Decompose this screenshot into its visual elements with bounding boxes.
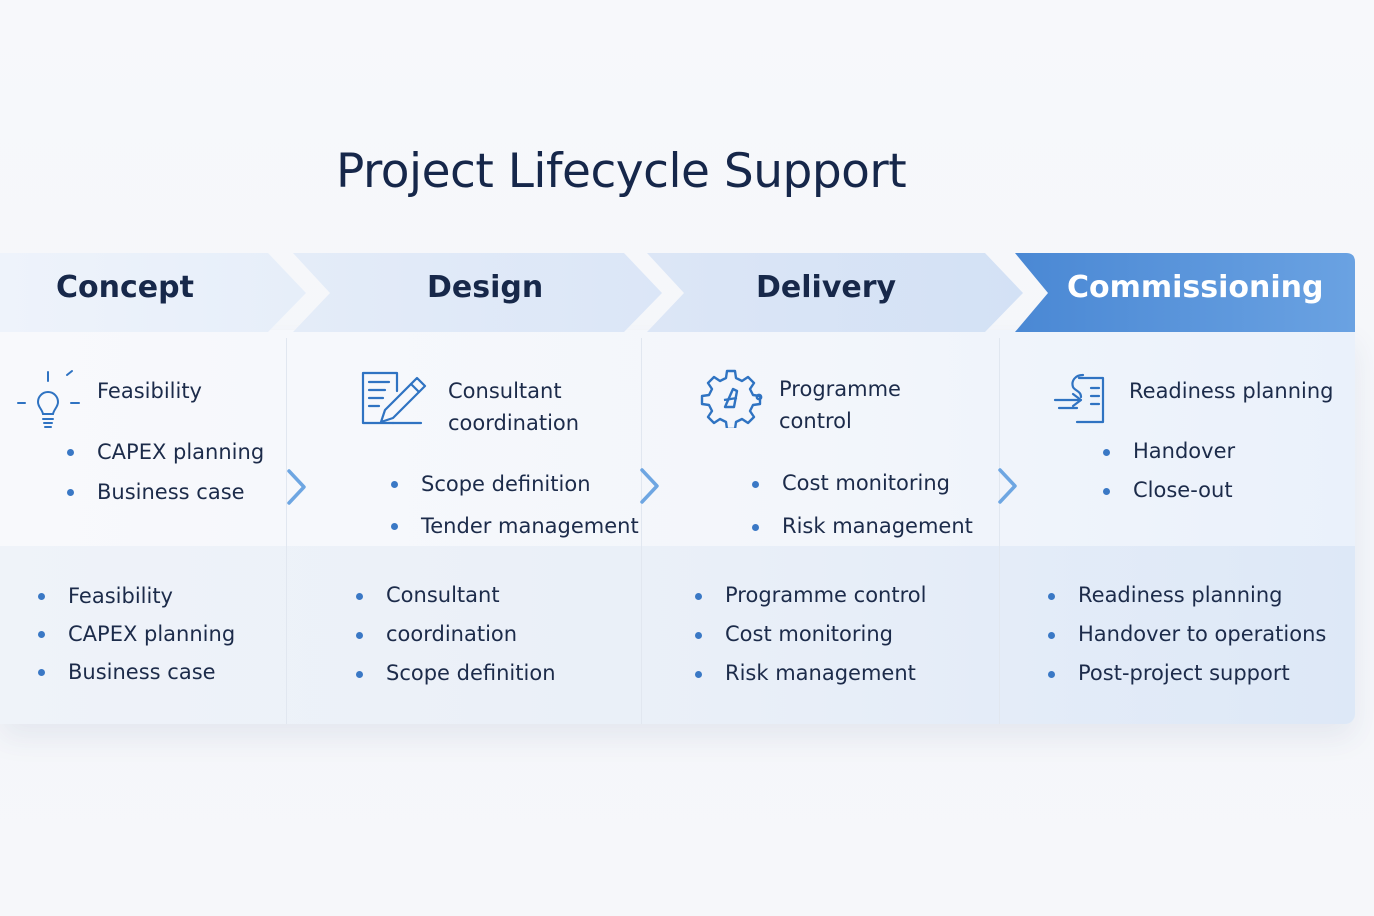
stage-details-concept: Feasibility CAPEX planning Business case: [38, 577, 235, 691]
stage-chevron-concept: [0, 253, 306, 332]
gear-icon: [700, 369, 763, 428]
list-item: Readiness planning: [1048, 576, 1326, 615]
stage-heading-commissioning: Readiness planning: [1129, 379, 1334, 403]
list-item: Cost monitoring: [752, 462, 973, 505]
stage-items-concept: CAPEX planning Business case: [67, 432, 264, 512]
list-item: Programme control: [695, 576, 926, 615]
list-item: Handover to operations: [1048, 615, 1326, 654]
chevron-right-icon: [998, 468, 1017, 504]
list-item: Post-project support: [1048, 654, 1326, 693]
chevron-right-icon: [640, 468, 659, 504]
stage-label-delivery: Delivery: [756, 270, 897, 305]
list-item: Scope definition: [356, 654, 556, 693]
stage-items-commissioning: Handover Close-out: [1103, 432, 1235, 510]
list-item: Business case: [67, 472, 264, 512]
page-title: Project Lifecycle Support: [336, 144, 907, 199]
list-item: Close-out: [1103, 471, 1235, 510]
stage-items-design: Scope definition Tender management: [391, 463, 639, 547]
stage-chevrons: [0, 253, 1355, 332]
list-item: CAPEX planning: [67, 432, 264, 472]
list-item: Handover: [1103, 432, 1235, 471]
document-pen-icon: [361, 371, 427, 425]
stage-details-design: Consultant coordination Scope definition: [356, 576, 556, 693]
stage-details-delivery: Programme control Cost monitoring Risk m…: [695, 576, 926, 693]
column-divider: [999, 338, 1000, 724]
stage-details-commissioning: Readiness planning Handover to operation…: [1048, 576, 1326, 693]
list-item: CAPEX planning: [38, 615, 235, 653]
stage-chevron-commissioning: [1015, 253, 1355, 332]
list-item: Scope definition: [391, 463, 639, 505]
stage-chevron-delivery: [647, 253, 1023, 332]
list-item: Risk management: [752, 505, 973, 548]
column-divider: [641, 338, 642, 724]
stage-heading-concept: Feasibility: [97, 379, 202, 403]
list-item: Tender management: [391, 505, 639, 547]
lightbulb-icon: [17, 370, 80, 428]
stage-heading-delivery: Programme control: [779, 377, 901, 433]
handover-checklist-icon: [1053, 373, 1105, 424]
stage-label-concept: Concept: [56, 270, 194, 305]
list-item: Business case: [38, 653, 235, 691]
list-item: Feasibility: [38, 577, 235, 615]
column-divider: [286, 338, 287, 724]
stage-heading-design: Consultant coordination: [448, 379, 580, 435]
list-item: Consultant: [356, 576, 556, 615]
stage-label-design: Design: [427, 270, 544, 305]
chevron-right-icon: [287, 469, 306, 505]
list-item: Risk management: [695, 654, 926, 693]
stage-label-commissioning: Commissioning: [1067, 270, 1324, 305]
stage-chevron-design: [293, 253, 662, 332]
stage-items-delivery: Cost monitoring Risk management: [752, 462, 973, 548]
list-item: coordination: [356, 615, 556, 654]
details-band: [0, 546, 1355, 724]
list-item: Cost monitoring: [695, 615, 926, 654]
